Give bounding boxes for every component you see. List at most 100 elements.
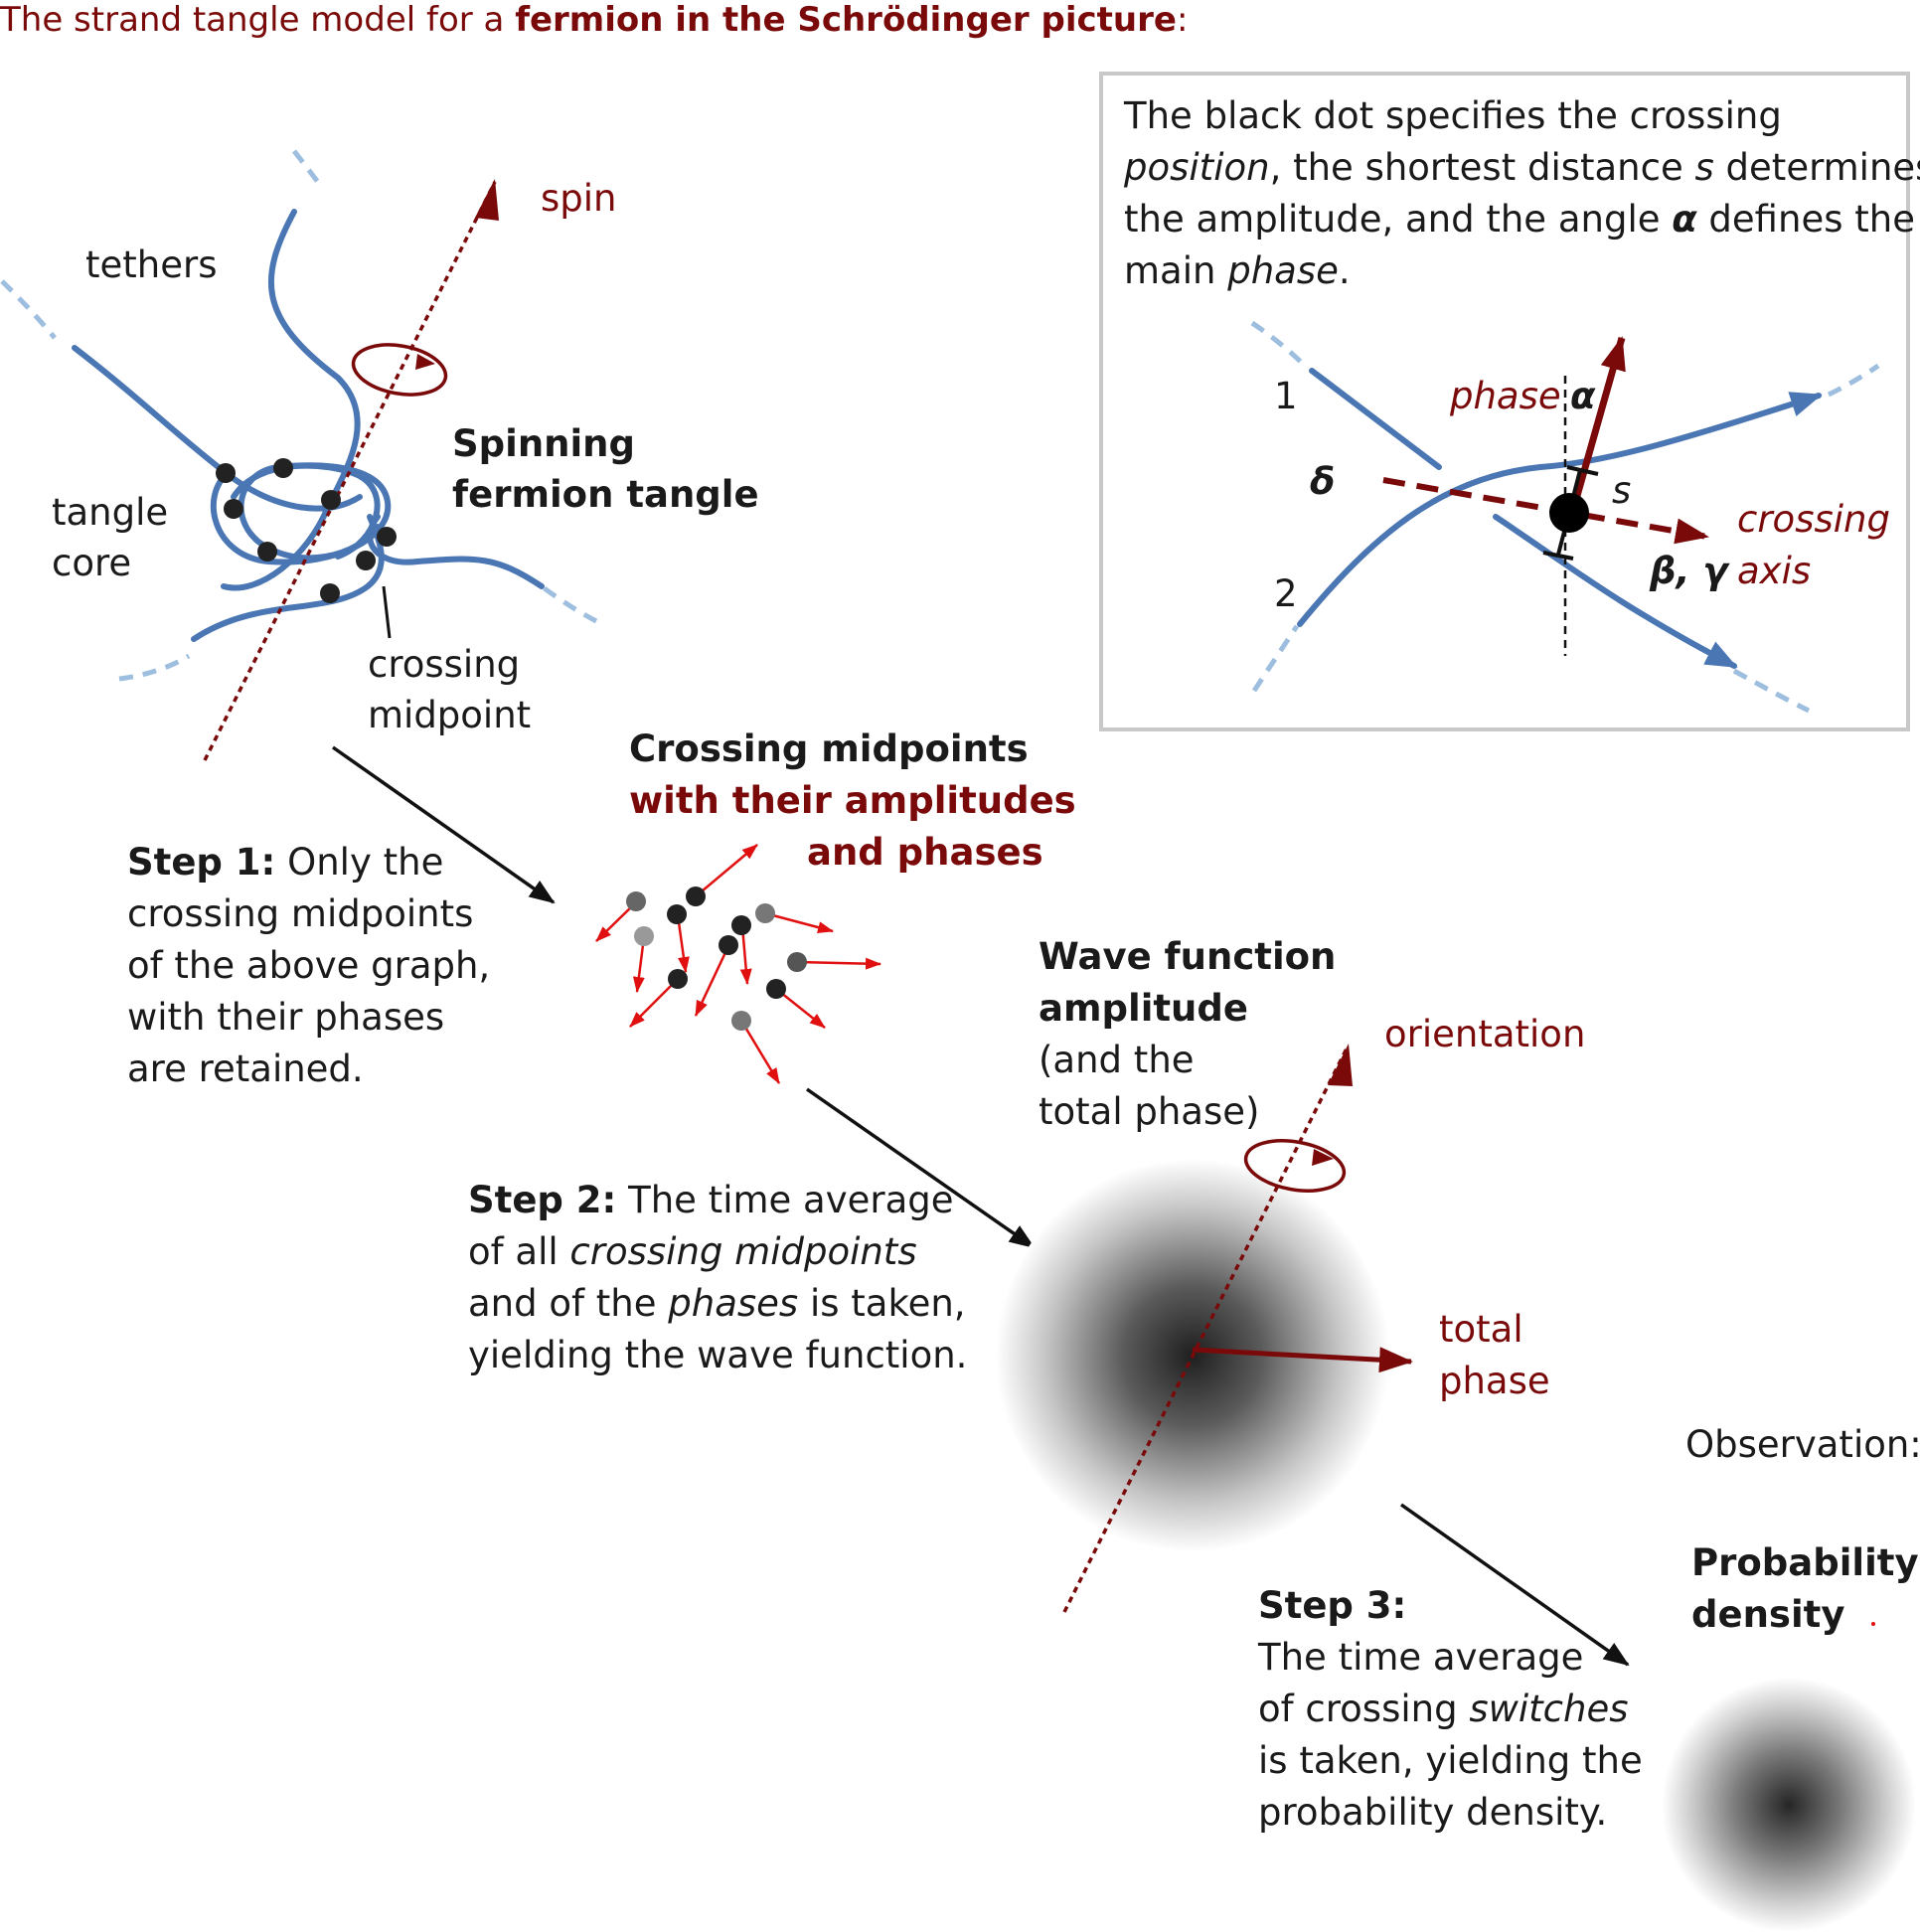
inset-line-2-end: determines <box>1713 146 1920 189</box>
step2-line-3-end: is taken, <box>798 1282 966 1325</box>
title-suffix: : <box>1176 0 1189 40</box>
spin-rotation <box>351 343 448 397</box>
midpoints-heading-2: with their amplitudes <box>629 779 1076 822</box>
s-label: s <box>1612 469 1632 512</box>
step2-line-2-italic: crossing midpoints <box>569 1230 917 1273</box>
inset-line-4-start: main <box>1124 249 1228 292</box>
step3-line-2-italic: switches <box>1469 1688 1629 1730</box>
step3-line-3: is taken, yielding the <box>1258 1739 1643 1782</box>
tether-strand <box>367 514 545 589</box>
step3-line-2-start: of crossing <box>1258 1688 1470 1730</box>
crossing-dot <box>321 490 341 510</box>
orientation-label: orientation <box>1384 1013 1586 1055</box>
phase-label: phase <box>1450 375 1561 417</box>
probability-density-blob <box>1662 1678 1916 1932</box>
tangle-core-label-1: tangle <box>52 491 169 534</box>
alpha-label: α <box>1570 375 1596 417</box>
strand-2 <box>1297 392 1823 627</box>
step1-arrow <box>331 745 556 904</box>
midpoints-heading-3: and phases <box>807 831 1043 874</box>
orientation-rotation <box>1243 1139 1347 1193</box>
inset-line-3-end: defines the <box>1696 198 1915 241</box>
crossing-axis-label-2: axis <box>1737 550 1812 592</box>
midpoints-heading-1: Crossing midpoints <box>629 727 1029 770</box>
position-italic: position <box>1124 146 1270 189</box>
step1-line-4: with their phases <box>127 996 445 1039</box>
strand-1-label: 1 <box>1274 375 1298 417</box>
step3-bold: Step 3: <box>1258 1584 1407 1627</box>
inset-text-line-4: main phase. <box>1124 245 1351 297</box>
strand-1-upper <box>1309 368 1442 470</box>
spin-label: spin <box>541 177 617 220</box>
step2-line-3-start: and of the <box>468 1282 669 1325</box>
crossing-dot <box>224 499 243 519</box>
crossing-dot <box>257 542 277 562</box>
observation-label: Observation: <box>1685 1423 1920 1466</box>
wave-heading-2: amplitude <box>1039 987 1248 1030</box>
wave-line-4: total phase) <box>1039 1090 1260 1133</box>
crossing-midpoint-label-1: crossing <box>368 643 521 686</box>
total-phase-arrow <box>1192 1347 1413 1373</box>
spinning-tangle-label-1: Spinning <box>452 422 636 465</box>
step3-line-4: probability density. <box>1258 1791 1608 1834</box>
step2-line-1: Step 2: The time average <box>468 1175 954 1226</box>
page-title: The strand tangle model for a fermion in… <box>0 0 1188 46</box>
spin-axis <box>203 181 497 761</box>
phase-arrow <box>1569 336 1626 511</box>
step2-line-2: of all crossing midpoints <box>468 1226 917 1278</box>
tether-end <box>0 279 57 340</box>
alpha-symbol: α <box>1672 198 1697 241</box>
tethers-label: tethers <box>85 243 218 286</box>
step2-line-1-rest: The time average <box>616 1179 954 1221</box>
inset-line-4-end: . <box>1338 249 1351 292</box>
crossing-dot <box>356 551 376 570</box>
title-prefix: The strand tangle model for a <box>0 0 516 40</box>
step2-line-4: yielding the wave function. <box>468 1334 968 1376</box>
crossing-midpoint-pointer <box>382 585 392 639</box>
step2-line-3-italic: phases <box>668 1282 799 1325</box>
fermion-tangle <box>0 149 598 761</box>
inset-text-line-3: the amplitude, and the angle α defines t… <box>1124 194 1915 245</box>
strand-2-label: 2 <box>1274 572 1298 615</box>
inset-text-line-1: The black dot specifies the crossing <box>1124 94 1782 137</box>
strand-1-lower <box>1493 514 1738 669</box>
step1-line-1: Step 1: Only the <box>127 837 443 888</box>
tangle-core-label-2: core <box>52 542 132 584</box>
step3-line-1: The time average <box>1258 1636 1584 1679</box>
step1-bold: Step 1: <box>127 841 276 884</box>
wave-line-3: (and the <box>1039 1039 1195 1081</box>
step1-line-2: crossing midpoints <box>127 892 474 935</box>
crossing-dot <box>320 583 340 603</box>
crossing-axis-arrow <box>1382 477 1709 545</box>
step3-line-2: of crossing switches <box>1258 1684 1629 1735</box>
phase-italic: phase <box>1227 249 1339 292</box>
crossing-midpoint-label-2: midpoint <box>368 694 532 736</box>
wave-heading-1: Wave function <box>1039 935 1337 978</box>
spinning-tangle-label-2: fermion tangle <box>452 473 759 516</box>
tether-strand <box>221 209 361 591</box>
probability-marker-dot <box>1871 1622 1875 1626</box>
spin-rotation-arrowhead <box>415 354 435 370</box>
orientation-arrowhead <box>1328 1044 1353 1086</box>
inset-crossing-diagram <box>1250 320 1880 714</box>
crossing-position-dot <box>1549 493 1589 533</box>
crossing-dot <box>377 527 397 547</box>
total-phase-label-1: total <box>1439 1308 1523 1351</box>
tether-end <box>292 149 322 187</box>
step2-arrow <box>805 1087 1036 1249</box>
tether-end <box>540 583 598 624</box>
step1-line-1-rest: Only the <box>275 841 444 884</box>
s-italic: s <box>1694 146 1714 189</box>
crossing-axis-label-1: crossing <box>1737 498 1890 541</box>
inset-line-2-rest: , the shortest distance <box>1269 146 1695 189</box>
total-phase-label-2: phase <box>1439 1360 1550 1402</box>
tether-end <box>118 653 191 682</box>
core-loop <box>231 462 381 560</box>
step1-line-3: of the above graph, <box>127 944 491 987</box>
step2-line-2-start: of all <box>468 1230 570 1273</box>
crossing-dot <box>216 463 236 483</box>
inset-line-3-start: the amplitude, and the angle <box>1124 198 1673 241</box>
midpoint-cloud <box>595 844 881 1084</box>
inset-text-line-2: position, the shortest distance s determ… <box>1124 142 1920 194</box>
